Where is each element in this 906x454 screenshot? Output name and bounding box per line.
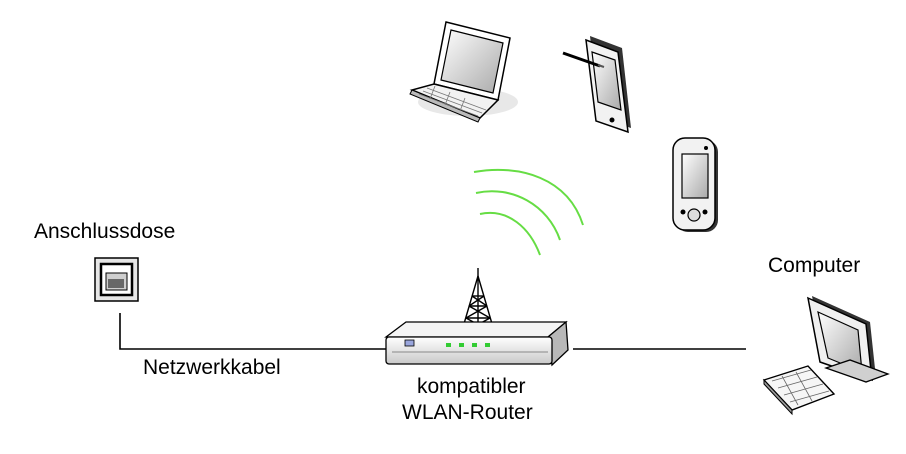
wifi-signal-waves-icon: [473, 168, 584, 256]
laptop-icon: [409, 21, 518, 123]
router-label-line1: kompatibler: [417, 375, 526, 398]
desktop-computer-icon: [762, 296, 890, 416]
tablet-with-stylus-icon: [562, 36, 631, 134]
network-socket-icon: [94, 257, 139, 302]
cable-label: Netzwerkkabel: [143, 356, 281, 379]
network-cable-line: [119, 313, 386, 350]
computer-label: Computer: [768, 254, 861, 277]
wlan-router-icon: [384, 320, 569, 367]
socket-label: Anschlussdose: [34, 220, 176, 243]
router-label-line2: WLAN-Router: [402, 401, 533, 424]
pda-icon: [672, 137, 718, 232]
